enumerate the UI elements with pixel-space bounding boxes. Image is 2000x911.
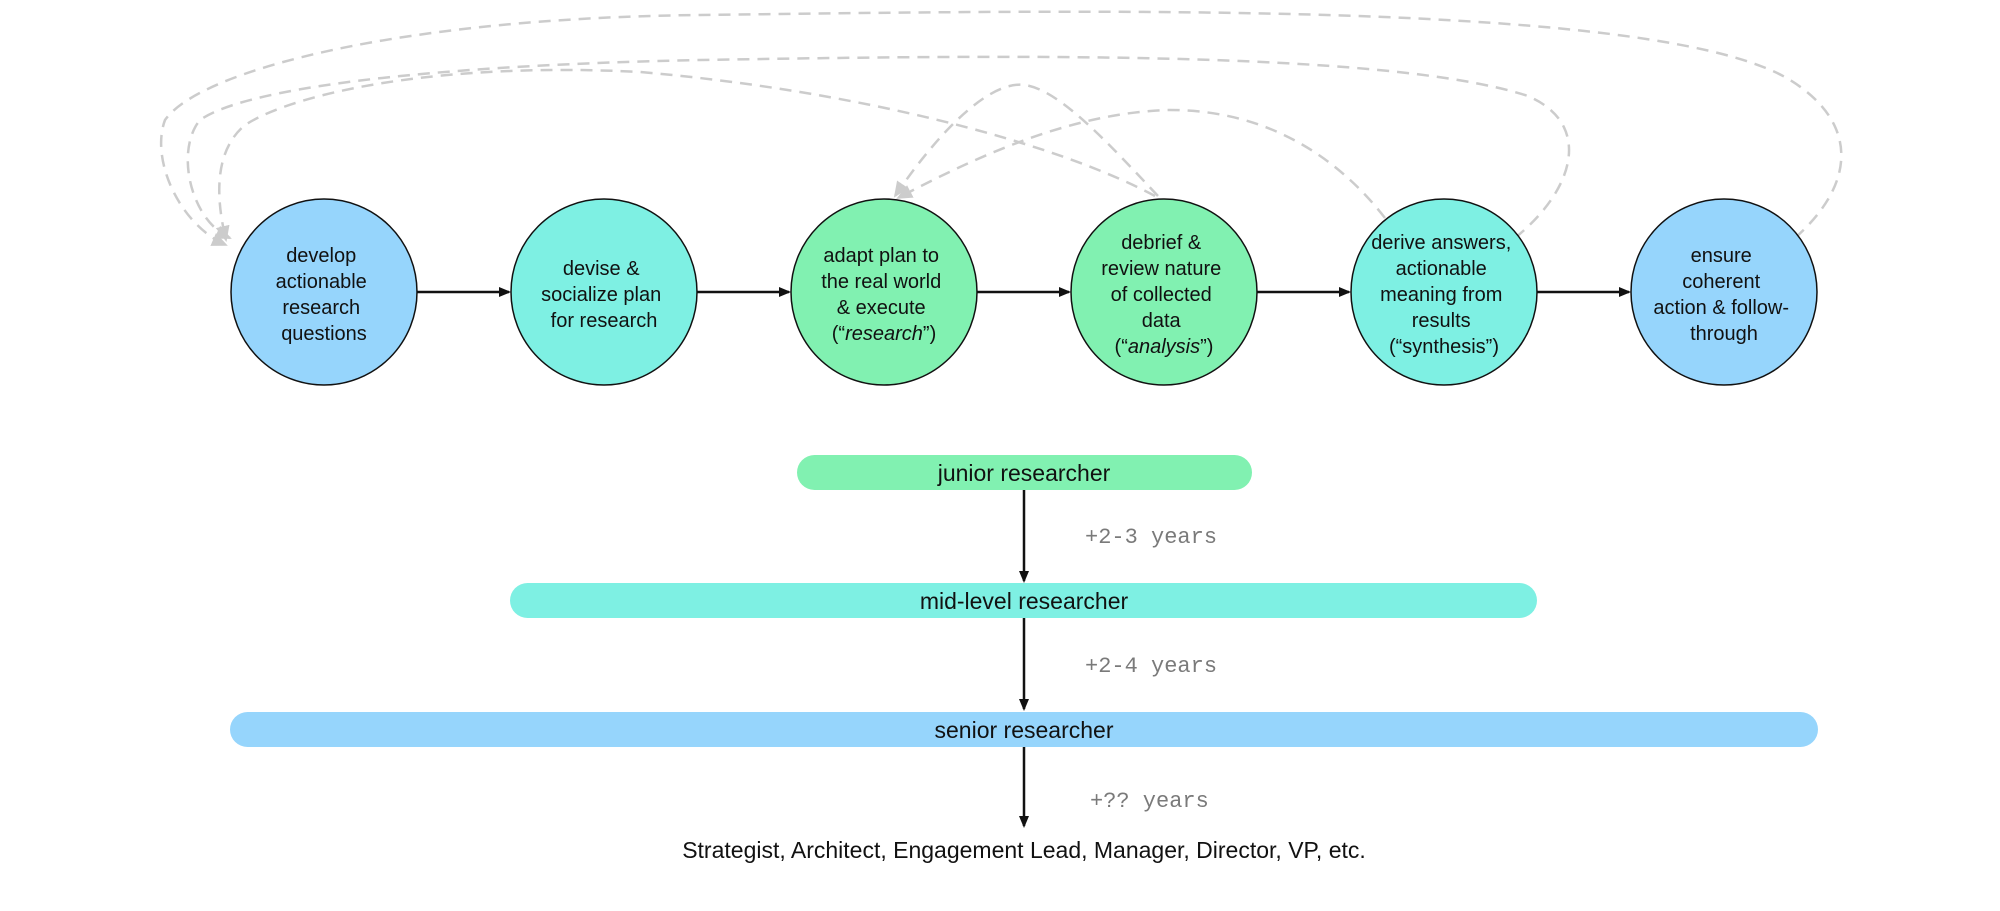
node-line: the real world — [821, 271, 941, 293]
node-line: derive answers, — [1371, 232, 1511, 254]
node-line: (“synthesis”) — [1389, 336, 1499, 358]
node-line: (“analysis”) — [1115, 336, 1214, 358]
level-bar-mid — [510, 583, 1537, 618]
level-bar-senior — [230, 712, 1818, 747]
node-line: adapt plan to — [823, 245, 939, 267]
node-derive-synthesis: derive answers, actionable meaning from … — [1350, 198, 1538, 386]
svg-text:devise & socialize pla: devise & socialize plan for research — [541, 258, 667, 332]
loop-debrief-to-adapt — [893, 83, 1159, 198]
svg-text:ensure coherent: ensure coherent action & follow- through — [1653, 245, 1794, 345]
node-develop-questions: develop actionable research questions — [230, 198, 418, 386]
node-line: results — [1412, 310, 1471, 332]
node-adapt-execute: adapt plan to the real world & execute (… — [790, 198, 978, 386]
node-circle — [1350, 198, 1538, 386]
career-outcome: Strategist, Architect, Engagement Lead, … — [682, 837, 1366, 863]
node-circle — [510, 198, 698, 386]
years-label-1: +2-3 years — [1085, 525, 1217, 550]
node-line: through — [1690, 323, 1758, 345]
node-line: coherent — [1682, 271, 1760, 293]
node-circle — [1630, 198, 1818, 386]
svg-text:develop actionable: develop actionable research questions — [276, 245, 373, 345]
level-label-mid: mid-level researcher — [920, 588, 1129, 614]
node-line: for research — [551, 310, 658, 332]
node-line: socialize plan — [541, 284, 661, 306]
node-line: action & follow- — [1653, 297, 1789, 319]
node-line: review nature — [1101, 258, 1221, 280]
node-line: & execute — [837, 297, 926, 319]
node-line: debrief & — [1121, 232, 1202, 254]
node-line: research — [282, 297, 360, 319]
process-nodes: develop actionable research questions de… — [230, 198, 1818, 386]
loop-debrief-to-develop — [215, 68, 1156, 242]
node-line: data — [1142, 310, 1182, 332]
years-label-2: +2-4 years — [1085, 654, 1217, 679]
node-circle — [1070, 198, 1258, 386]
node-line: ensure — [1691, 245, 1752, 267]
svg-text:debrief & review natur: debrief & review nature of collected dat… — [1101, 232, 1227, 358]
node-circle — [230, 198, 418, 386]
loop-derive-to-adapt — [896, 108, 1386, 219]
node-line: of collected — [1111, 284, 1212, 306]
node-line: develop — [286, 245, 356, 267]
node-line: questions — [281, 323, 367, 345]
years-label-3: +?? years — [1090, 789, 1209, 814]
level-label-junior: junior researcher — [937, 460, 1111, 486]
feedback-loops — [159, 10, 1843, 247]
loop-ensure-to-develop — [159, 10, 1843, 247]
career-ladder: junior researcher +2-3 years mid-level r… — [230, 455, 1818, 863]
node-devise-plan: devise & socialize plan for research — [510, 198, 698, 386]
svg-text:adapt plan to the real: adapt plan to the real world & execute (… — [821, 245, 947, 345]
svg-text:derive answers, action: derive answers, actionable meaning from … — [1371, 232, 1517, 358]
node-line: actionable — [276, 271, 367, 293]
node-line: actionable — [1396, 258, 1487, 280]
node-line: devise & — [563, 258, 640, 280]
loop-derive-to-develop — [186, 55, 1571, 240]
node-ensure-followthrough: ensure coherent action & follow- through — [1630, 198, 1818, 386]
node-circle — [790, 198, 978, 386]
node-line: (“research”) — [832, 323, 936, 345]
node-debrief-analysis: debrief & review nature of collected dat… — [1070, 198, 1258, 386]
level-label-senior: senior researcher — [935, 717, 1114, 743]
node-line: meaning from — [1380, 284, 1502, 306]
level-bar-junior — [797, 455, 1252, 490]
